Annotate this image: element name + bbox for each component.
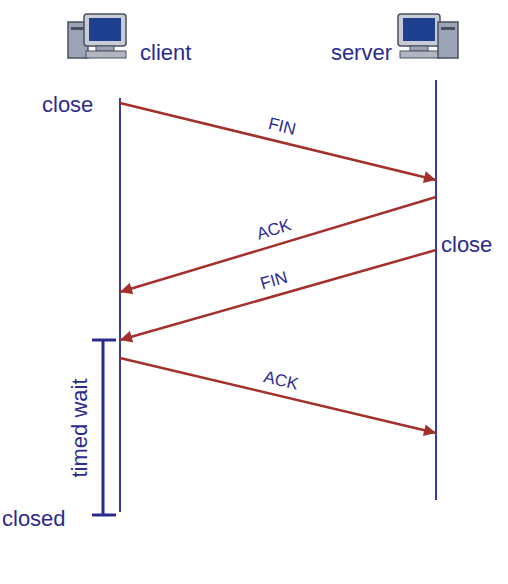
- host-name: server: [331, 40, 392, 66]
- host-name: client: [140, 40, 191, 66]
- message-label: ACK: [262, 367, 301, 395]
- message-arrow: [120, 358, 436, 433]
- computer-icon: [68, 14, 126, 58]
- bracket: [92, 340, 116, 515]
- timeline: [435, 80, 437, 500]
- host-column: server: [436, 20, 476, 500]
- message-arrow: [120, 250, 436, 340]
- message-arrow: [120, 103, 436, 180]
- message-label: ACK: [254, 216, 293, 245]
- event-label: closed: [2, 506, 66, 532]
- event-label: close: [42, 92, 93, 118]
- message-label: FIN: [266, 114, 297, 140]
- timeline: [119, 98, 121, 512]
- event-label: close: [441, 232, 492, 258]
- interval-label: timed wait: [67, 378, 93, 477]
- computer-icon: [398, 14, 458, 58]
- message-label: FIN: [258, 267, 290, 294]
